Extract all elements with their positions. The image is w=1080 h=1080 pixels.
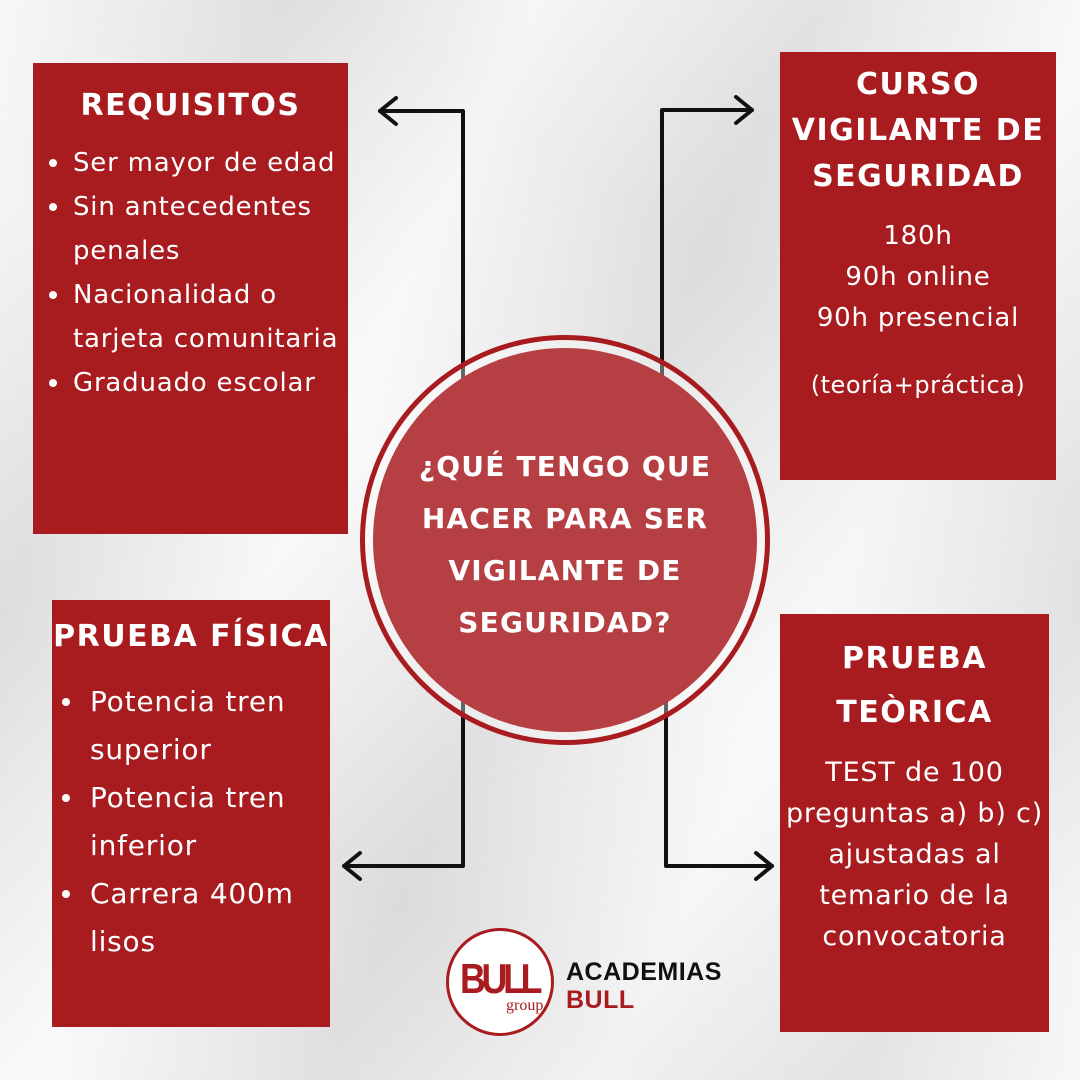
requisito-item: Nacionalidad o tarjeta comunitaria [33,273,348,361]
prueba-fisica-item: Potencia tren superior [52,678,330,774]
curso-title: CURSO VIGILANTE DE SEGURIDAD [791,67,1045,194]
requisito-item: Ser mayor de edad [33,141,348,185]
curso-hours-online: 90h online [845,262,991,292]
requisitos-list: Ser mayor de edad Sin antecedentes penal… [33,141,348,405]
prueba-fisica-item: Potencia tren inferior [52,774,330,870]
curso-hours-presencial: 90h presencial [816,303,1020,333]
bull-group-logo-mark: BULL group [446,928,554,1036]
prueba-teorica-box: PRUEBA TEÒRICA TEST de 100 preguntas a) … [780,614,1049,1032]
logo-mark-group: group [506,997,544,1014]
arrowhead-teorica [754,851,774,881]
prueba-fisica-item: Carrera 400m lisos [52,870,330,966]
arrowhead-requisitos [378,96,398,126]
arrowhead-curso [734,95,754,125]
center-question: ¿QUÉ TENGO QUE HACER PARA SER VIGILANTE … [418,450,712,639]
arrow-to-curso [660,108,754,382]
prueba-fisica-box: PRUEBA FÍSICA Potencia tren superior Pot… [52,600,330,1027]
arrow-to-requisitos [378,109,465,385]
logo-text-bull: BULL [566,986,635,1014]
requisitos-box: REQUISITOS Ser mayor de edad Sin anteced… [33,63,348,534]
arrow-to-fisica [342,698,465,868]
curso-hours: 180h 90h online 90h presencial [780,216,1056,339]
center-circle: ¿QUÉ TENGO QUE HACER PARA SER VIGILANTE … [373,348,757,732]
requisitos-title: REQUISITOS [80,88,301,123]
arrow-to-teorica [664,698,774,868]
academias-bull-logo: BULL group ACADEMIAS BULL [446,928,746,1044]
requisito-item: Graduado escolar [33,361,348,405]
arrowhead-fisica [342,851,362,881]
prueba-fisica-list: Potencia tren superior Potencia tren inf… [52,678,330,966]
prueba-teorica-description: TEST de 100 preguntas a) b) c) ajustadas… [785,757,1044,952]
prueba-teorica-title: PRUEBA TEÒRICA [836,641,993,730]
prueba-fisica-title: PRUEBA FÍSICA [53,619,329,654]
curso-note: (teoría+práctica) [810,371,1026,399]
requisito-item: Sin antecedentes penales [33,185,348,273]
curso-box: CURSO VIGILANTE DE SEGURIDAD 180h 90h on… [780,52,1056,480]
logo-text-academias: ACADEMIAS [566,958,722,986]
logo-mark-letters: BULL [460,955,542,1002]
curso-hours-total: 180h [883,221,953,251]
